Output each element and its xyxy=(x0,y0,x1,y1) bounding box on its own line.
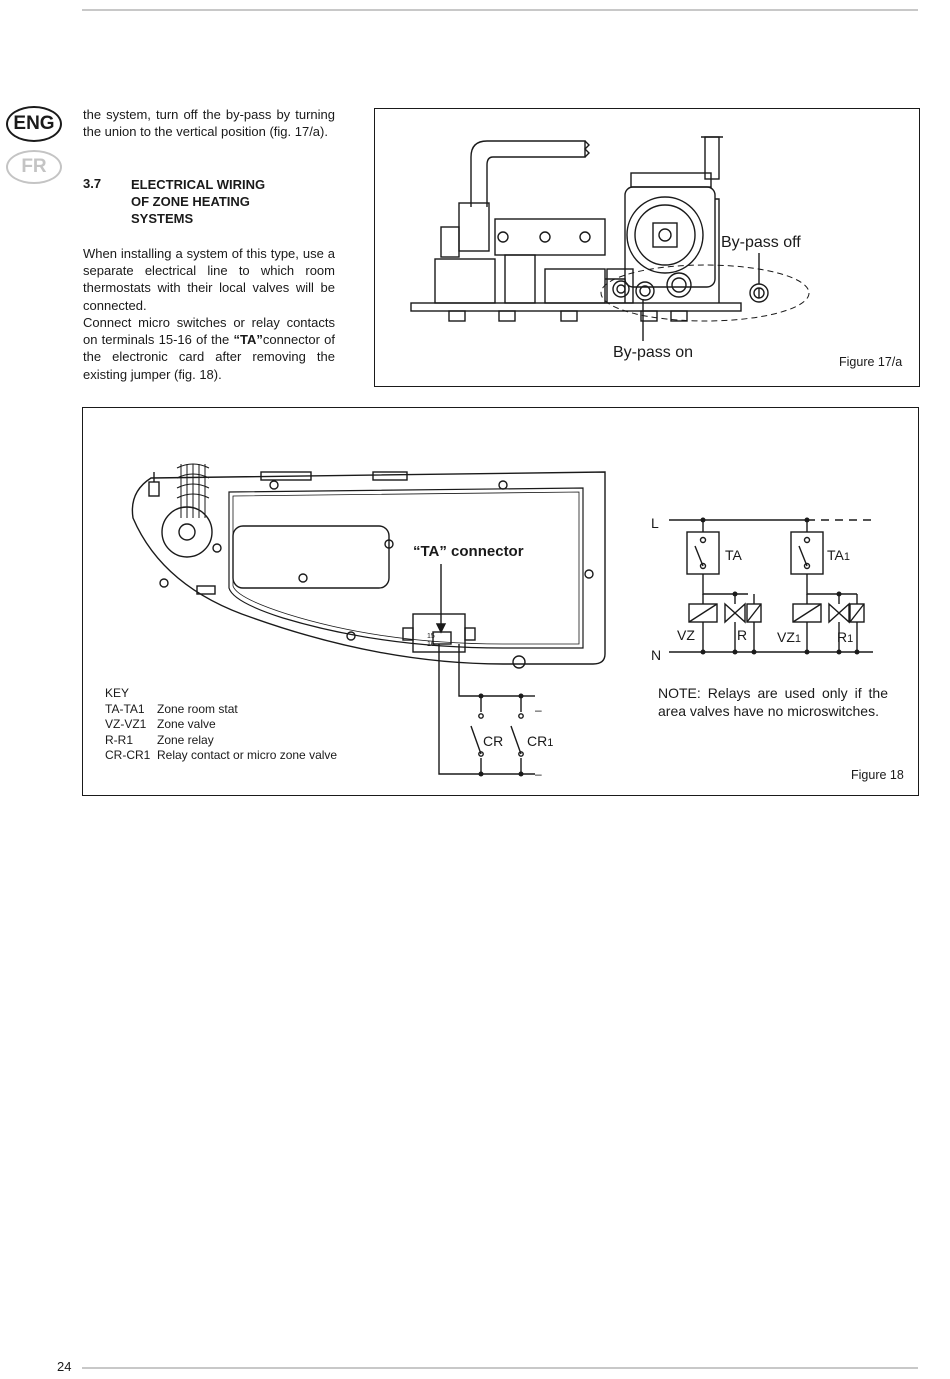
label-base: CR xyxy=(527,733,547,749)
ta-label: TA xyxy=(725,547,743,563)
key-desc: Zone valve xyxy=(157,717,216,732)
cr1-label: CR1 xyxy=(527,733,553,749)
minus-sign-top: – xyxy=(535,703,542,717)
wiring-paragraph-1: When installing a system of this type, u… xyxy=(83,246,335,313)
language-badge-eng[interactable]: ENG xyxy=(6,106,62,142)
figure-18-frame: “TA” connector 15 16 L N TA TA1 VZ R VZ1… xyxy=(82,407,919,796)
key-item: R-R1 Zone relay xyxy=(105,733,337,749)
bypass-drawing: By-pass off By-pass on xyxy=(410,136,810,361)
key-code: TA-TA1 xyxy=(105,701,145,716)
figure-18-caption: Figure 18 xyxy=(851,768,904,782)
figure-17a-frame: By-pass off By-pass on Figure 17/a xyxy=(374,108,920,387)
figure-17a-caption: Figure 17/a xyxy=(839,355,903,369)
language-badge-fr[interactable]: FR xyxy=(6,150,62,184)
header-rule xyxy=(82,9,918,11)
bypass-off-label: By-pass off xyxy=(721,234,801,251)
bus-n-label: N xyxy=(651,647,661,663)
key-code: R-R1 xyxy=(105,732,134,747)
key-title: KEY xyxy=(105,686,130,700)
paragraph-text: Connect micro switches or relay contacts… xyxy=(83,315,335,348)
footer-rule xyxy=(82,1367,918,1369)
label-base: R xyxy=(837,629,847,645)
ta1-label: TA1 xyxy=(827,547,850,563)
key-desc: Zone room stat xyxy=(157,701,238,716)
label-sub: 1 xyxy=(847,633,853,645)
ta-connector-label: “TA” connector xyxy=(413,543,524,560)
intro-paragraph: the system, turn off the by-pass by turn… xyxy=(83,107,335,140)
section-title-line: ELECTRICAL WIRING xyxy=(131,177,266,192)
key-desc: Zone relay xyxy=(157,732,214,747)
key-desc: Relay contact or micro zone valve xyxy=(157,748,338,763)
page-number: 24 xyxy=(57,1359,72,1374)
label-sub: 1 xyxy=(844,551,850,563)
label-sub: 1 xyxy=(795,633,801,645)
key-item: VZ-VZ1 Zone valve xyxy=(105,717,337,733)
terminal-16-label: 16 xyxy=(427,641,435,648)
terminal-15-label: 15 xyxy=(427,633,435,640)
key-legend: KEY TA-TA1 Zone room stat VZ-VZ1 Zone va… xyxy=(105,686,337,764)
section-number: 3.7 xyxy=(83,176,102,191)
wiring-drawing: “TA” connector 15 16 L N TA TA1 VZ R VZ1… xyxy=(131,463,875,781)
section-title-line: OF ZONE HEATING xyxy=(131,194,250,210)
vz-label: VZ xyxy=(677,627,695,643)
key-item: CR-CR1 Relay contact or micro zone valve xyxy=(105,748,337,764)
key-code: VZ-VZ1 xyxy=(105,717,147,732)
section-title: ELECTRICAL WIRING OF ZONE HEATING SYSTEM… xyxy=(131,176,291,228)
relay-note: NOTE: Relays are used only if the area v… xyxy=(658,685,888,719)
ta-bold-text: “TA” xyxy=(233,332,263,348)
section-title-line: SYSTEMS xyxy=(131,211,194,227)
wiring-paragraph-2: Connect micro switches or relay contacts… xyxy=(83,314,335,383)
label-sub: 1 xyxy=(547,737,553,749)
minus-sign-bottom: – xyxy=(535,767,542,781)
label-base: VZ xyxy=(777,629,795,645)
bus-l-label: L xyxy=(651,515,659,531)
r1-label: R1 xyxy=(837,629,853,645)
label-base: TA xyxy=(827,547,845,563)
cr-label: CR xyxy=(483,733,503,749)
key-item: TA-TA1 Zone room stat xyxy=(105,702,337,718)
vz1-label: VZ1 xyxy=(777,629,801,645)
bypass-on-label: By-pass on xyxy=(613,344,693,361)
paragraph-text: connector of the electronic card after r… xyxy=(83,332,335,382)
key-code: CR-CR1 xyxy=(105,748,151,763)
r-label: R xyxy=(737,627,747,643)
